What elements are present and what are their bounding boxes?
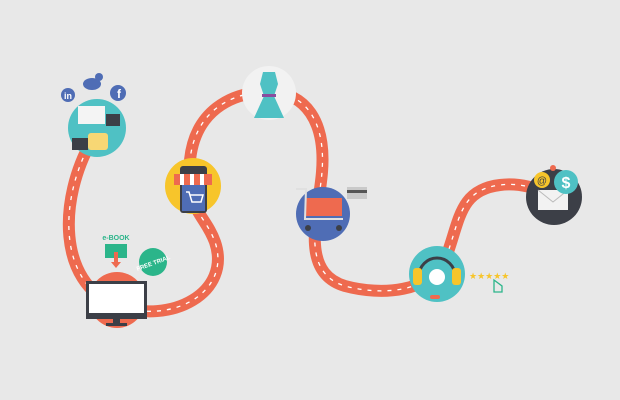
- linkedin-icon: in: [61, 88, 75, 102]
- free-trial-badge: FREE TRIAL: [136, 248, 172, 276]
- pointer-hand-icon: [493, 278, 503, 293]
- ebook-label: e-BOOK: [102, 235, 129, 242]
- mobile-shop-icon: [165, 158, 221, 214]
- svg-text:f: f: [117, 87, 122, 101]
- facebook-icon: f: [110, 85, 126, 101]
- email-payment-icon: @ $: [526, 165, 582, 225]
- computer-monitor-icon: [86, 272, 147, 328]
- svg-text:@: @: [537, 176, 547, 187]
- shopping-cart-icon: [296, 187, 350, 241]
- ebook-icon: [105, 244, 127, 268]
- credit-card-icon: [347, 187, 367, 199]
- social-feedback-icon: [68, 99, 126, 157]
- customer-support-headset-icon: [409, 246, 465, 302]
- svg-text:$: $: [562, 175, 571, 192]
- svg-text:in: in: [64, 91, 72, 101]
- dress-icon: [242, 66, 296, 120]
- twitter-icon: [83, 73, 103, 90]
- rating-stars: ★★★★★: [469, 272, 509, 282]
